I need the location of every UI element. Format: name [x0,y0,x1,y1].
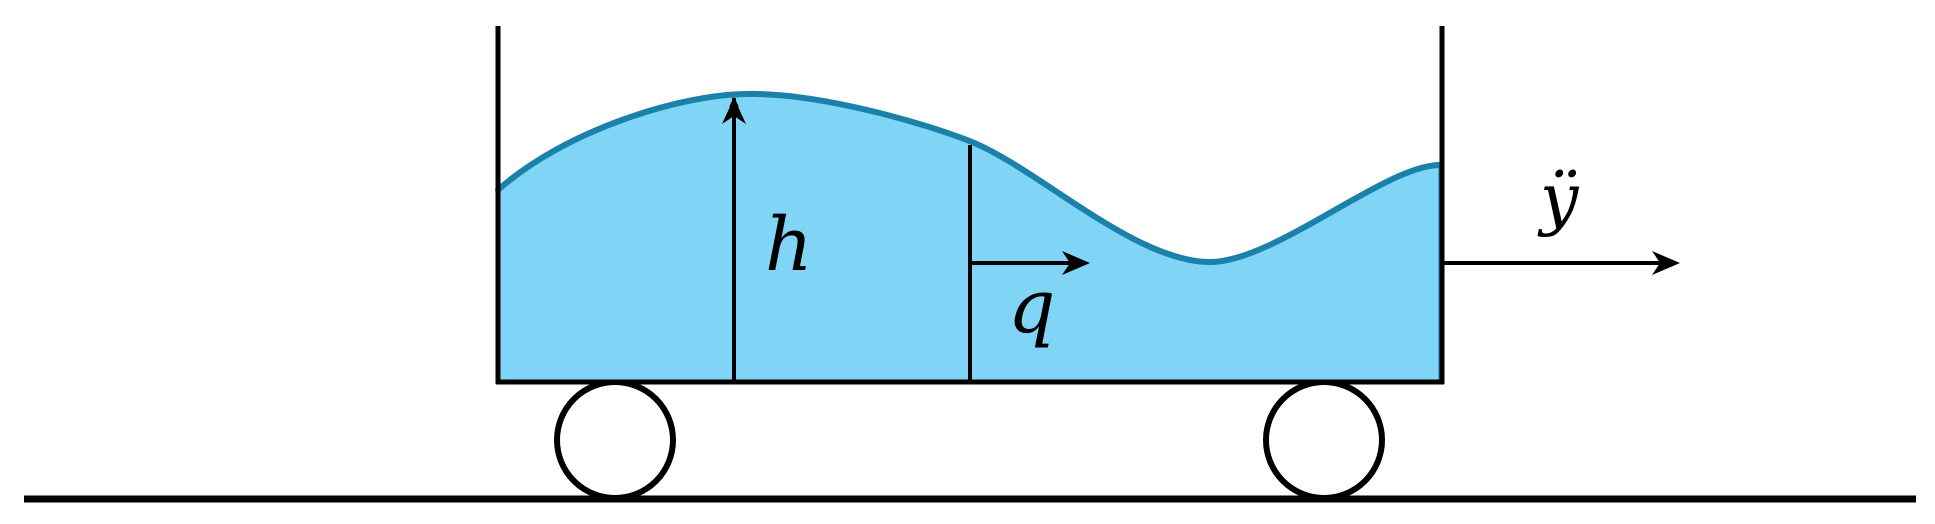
acceleration-label: ÿ [1537,160,1580,239]
height-arrow-head [722,98,746,124]
flow-arrow-head [1062,251,1090,275]
height-label: h [765,202,813,288]
left-wheel [554,379,676,501]
fluid-surface-curve [495,90,1443,266]
acceleration-arrow-head [1652,251,1680,275]
flow-label: q [1008,264,1055,350]
right-wheel [1263,379,1385,501]
